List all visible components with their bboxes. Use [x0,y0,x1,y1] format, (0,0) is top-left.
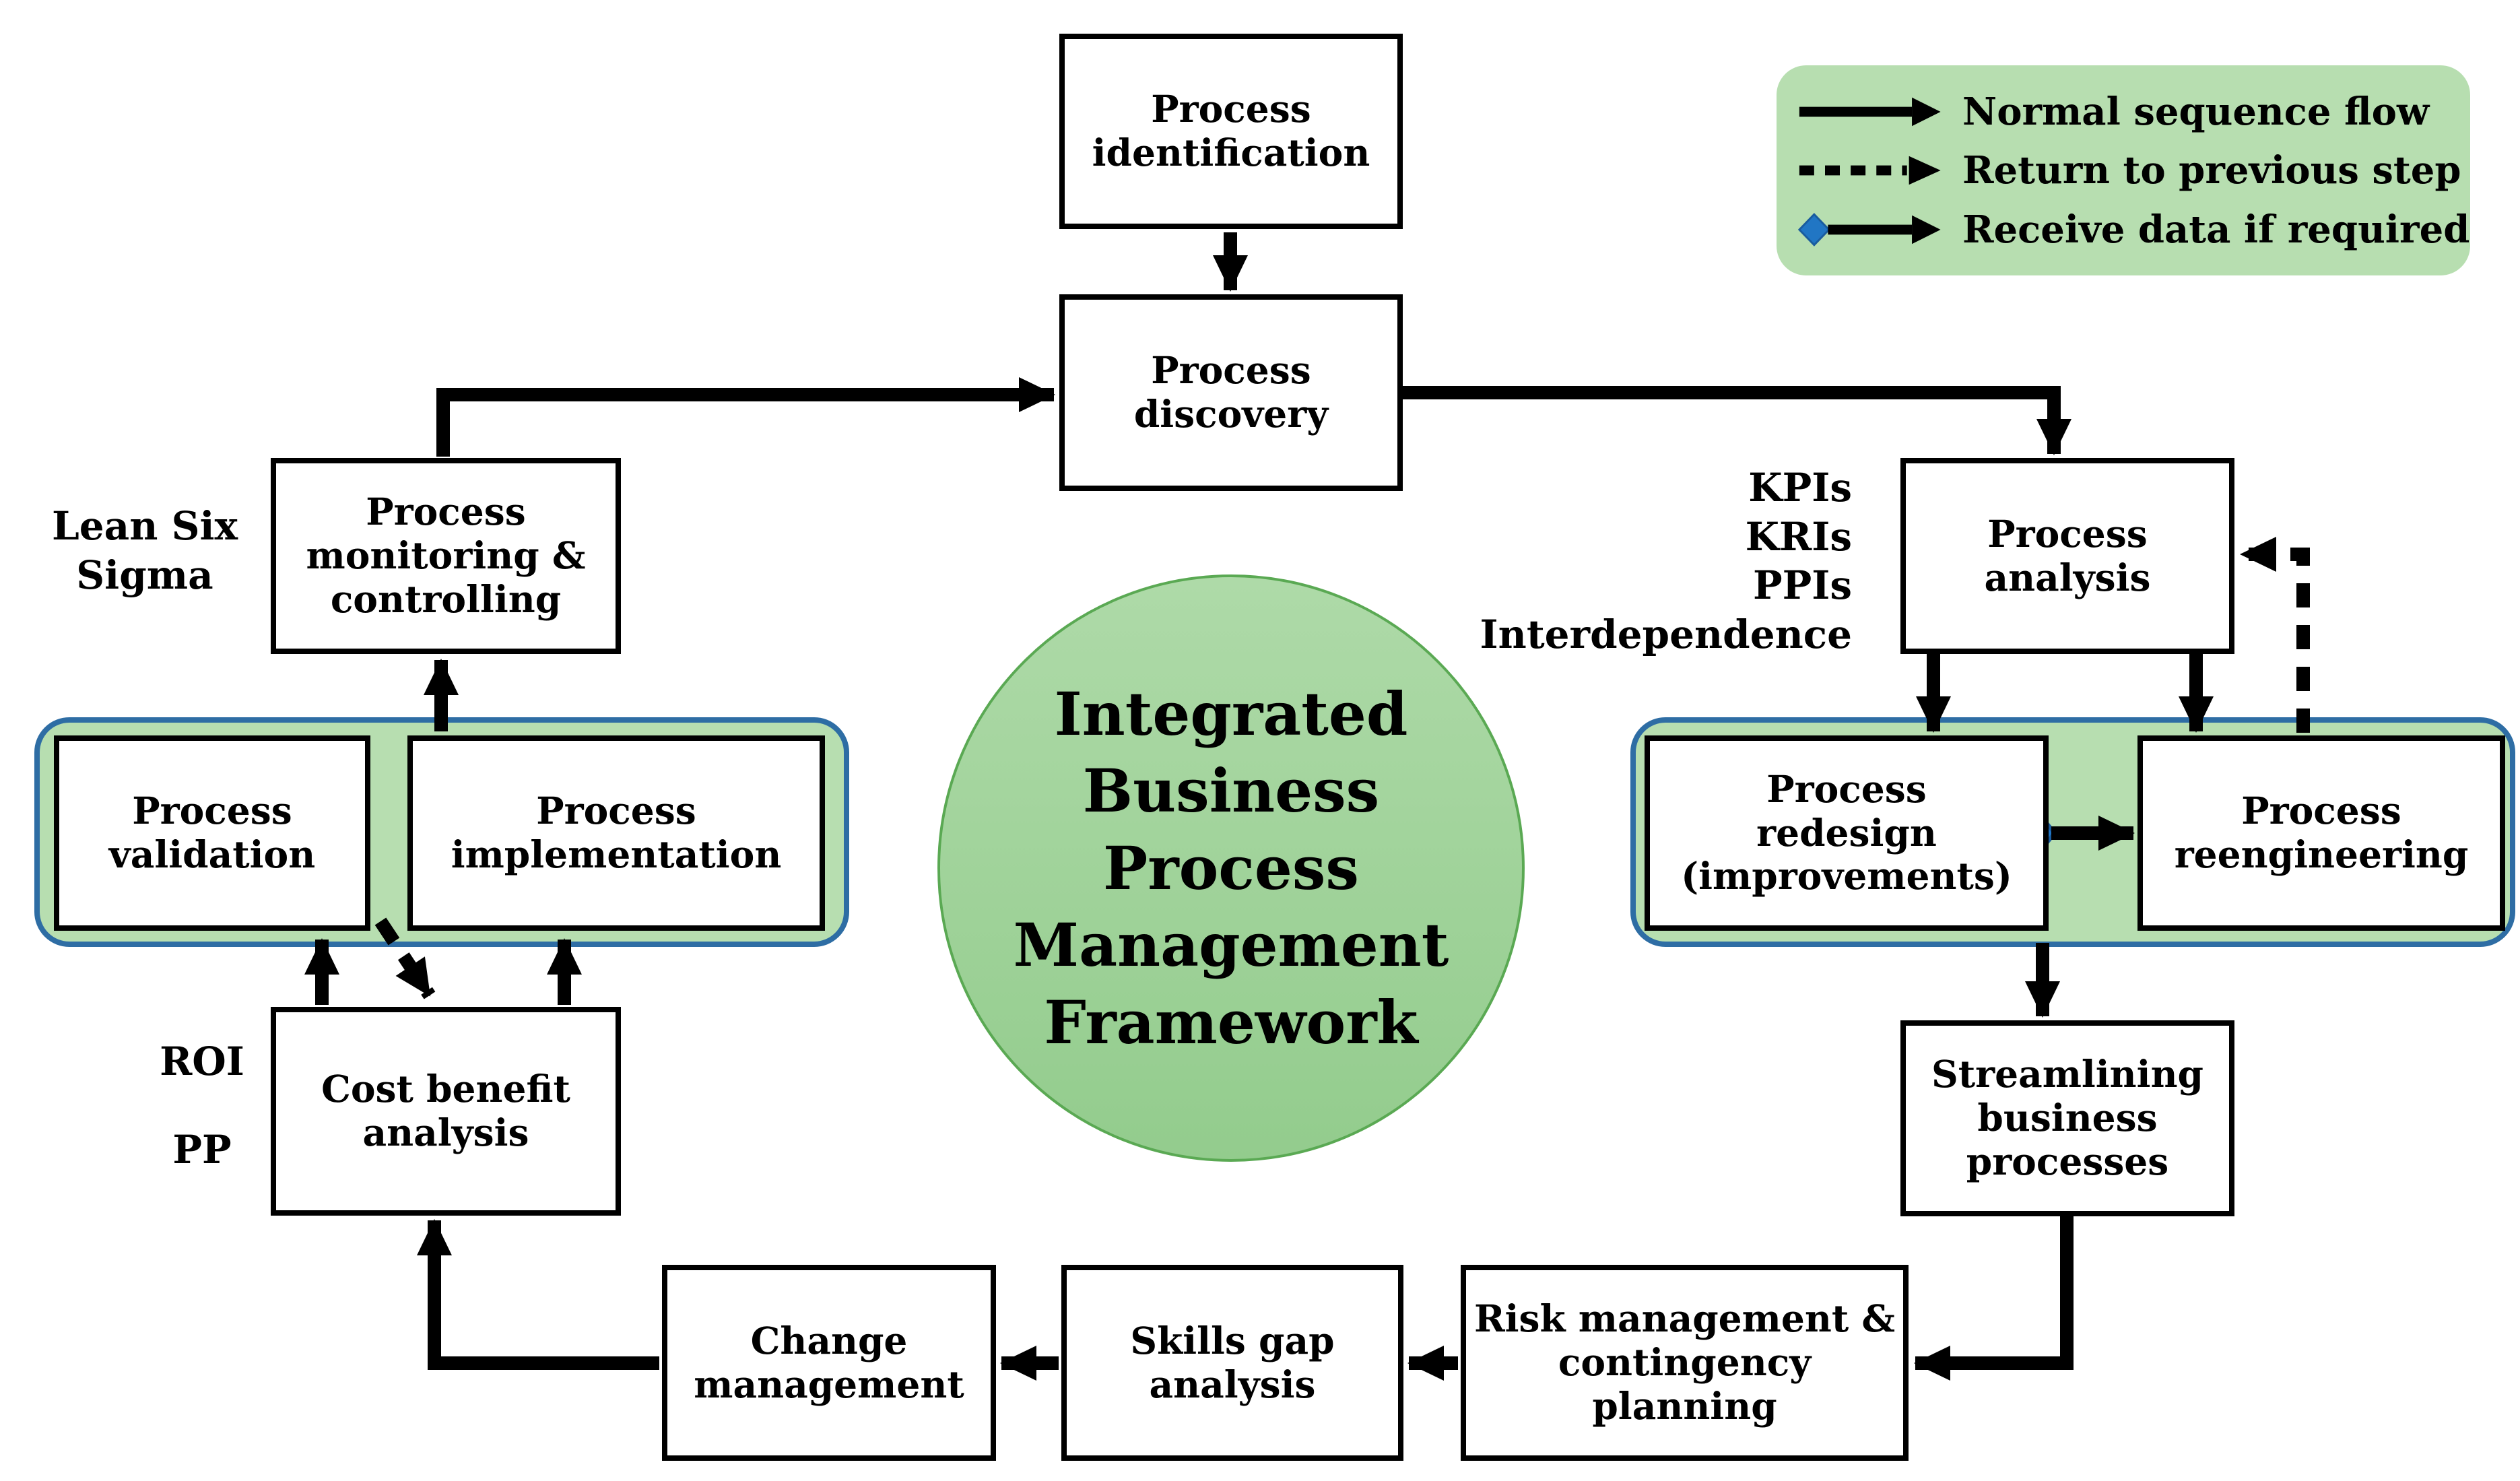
arrow-discovery-to-analysis [1401,386,2071,455]
annotation-roi-pp: ROI PP [145,1037,259,1174]
node-label: Skills gap analysis [1130,1318,1335,1406]
node-cost-benefit-analysis: Cost benefit analysis [271,1007,621,1216]
annotation-lean-six-sigma: Lean Six Sigma [51,503,238,598]
node-process-monitoring-controlling: Process monitoring & controlling [271,458,621,654]
node-process-reengineering: Process reengineering [2137,735,2505,931]
node-risk-management: Risk management & contingency planning [1461,1265,1909,1461]
arrow-streamlining-to-risk [1914,1212,2074,1381]
node-process-implementation: Process implementation [407,735,825,931]
annotation-kpis: KPIs [1748,465,1852,511]
arrow-monitoring-to-discovery [436,377,1055,457]
node-label: Risk management & contingency planning [1473,1296,1896,1428]
node-process-analysis: Process analysis [1900,458,2234,654]
annotation-kris: KRIs [1745,513,1852,560]
circle-title-line: Business [1082,756,1380,826]
legend-label: Normal sequence flow [1962,89,2430,134]
legend-item-normal-flow: Normal sequence flow [1795,90,2451,134]
legend-item-return-step: Return to previous step [1795,148,2461,193]
circle-title-line: Process [1103,832,1359,903]
node-streamlining-business-processes: Streamlining business processes [1900,1020,2234,1216]
legend-label: Return to previous step [1962,148,2461,193]
dashed-return-reengineering-to-analysis [2240,537,2310,733]
node-process-validation: Process validation [54,735,370,931]
node-label: Process validation [108,789,316,876]
node-skills-gap-analysis: Skills gap analysis [1061,1265,1403,1461]
node-label: Process reengineering [2174,789,2469,876]
node-process-redesign: Process redesign (improvements) [1645,735,2049,931]
node-label: Process identification [1092,87,1370,174]
node-label: Process monitoring & controlling [306,490,586,621]
legend-label: Receive data if required [1962,207,2470,252]
arrow-change-to-cost-benefit [417,1219,659,1370]
circle-title-line: Management [1013,910,1449,981]
node-change-management: Change management [662,1265,996,1461]
annotation-roi: ROI [160,1039,244,1084]
node-label: Process redesign (improvements) [1681,766,2012,898]
node-process-identification: Process identification [1059,34,1403,229]
annotation-interdependence: Interdependence [1480,611,1852,657]
node-process-discovery: Process discovery [1059,294,1403,491]
annotation-pp: PP [172,1126,232,1173]
legend: Normal sequence flow Return to previous … [1777,65,2470,275]
dashed-arrow-icon [1799,156,1941,185]
node-label: Streamlining business processes [1931,1052,2204,1183]
solid-arrow-icon [1799,97,1941,126]
annotation-ppis: PPIs [1752,562,1852,608]
node-label: Cost benefit analysis [321,1067,570,1154]
legend-item-receive-data: Receive data if required [1795,207,2469,252]
center-framework-circle: Integrated Business Process Management F… [937,574,1525,1162]
diamond-arrow-icon [1797,212,1941,246]
circle-title-line: Framework [1044,987,1418,1057]
node-label: Process discovery [1133,348,1329,436]
dashed-return-validation-to-cost-benefit [374,917,436,999]
node-label: Process analysis [1984,511,2151,599]
circle-title-line: Integrated [1054,679,1408,750]
node-label: Change management [694,1318,964,1406]
node-label: Process implementation [451,789,782,876]
annotation-metrics: KPIs KRIs PPIs Interdependence [1448,463,1852,659]
